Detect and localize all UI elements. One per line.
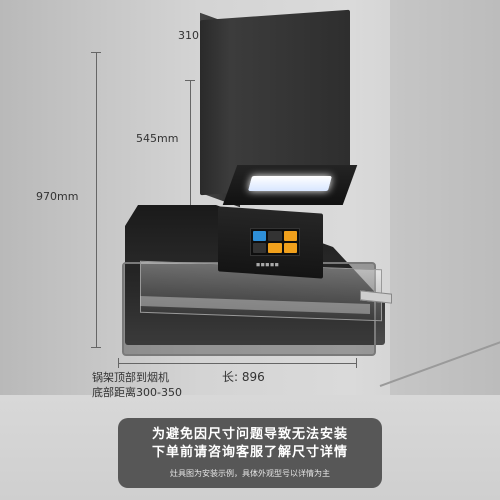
chimney-height-label: 545mm — [136, 132, 179, 145]
installation-note-line1: 锅架顶部到烟机 — [92, 371, 169, 384]
total-height-tick-top — [91, 52, 101, 53]
length-dimension-line — [118, 363, 356, 364]
length-dimension-label: 长: 896 — [222, 370, 265, 384]
chimney-height-tick-top — [185, 80, 195, 81]
notice-banner: 为避免因尺寸问题导致无法安装 下单前请咨询客服了解尺寸详情 灶具图为安装示例，具… — [118, 418, 382, 488]
display-key-orange — [283, 243, 297, 253]
chimney-height-line — [190, 80, 191, 275]
length-tick-right — [356, 358, 357, 368]
display-key-dark — [253, 243, 267, 253]
installation-note-line2: 底部距离300-350 — [92, 386, 182, 399]
display-key-blue — [253, 231, 267, 241]
total-height-line — [96, 52, 97, 347]
installation-note: 锅架顶部到烟机 底部距离300-350 — [92, 370, 182, 400]
length-tick-left — [118, 358, 119, 368]
total-height-label: 970mm — [36, 190, 79, 203]
display-key-dark — [268, 231, 282, 241]
led-light-bar — [247, 176, 333, 191]
brand-logo: ◼◼◼◼◼ — [256, 262, 280, 268]
notice-line1: 为避免因尺寸问题导致无法安装 — [151, 427, 348, 442]
notice-line2: 下单前请咨询客服了解尺寸详情 — [151, 445, 348, 460]
total-height-tick-bottom — [91, 347, 101, 348]
notice-disclaimer: 灶具图为安装示例，具体外观型号以详情为主 — [170, 469, 330, 478]
display-key-orange — [283, 231, 297, 241]
control-display — [250, 228, 300, 256]
display-key-orange — [268, 243, 282, 253]
